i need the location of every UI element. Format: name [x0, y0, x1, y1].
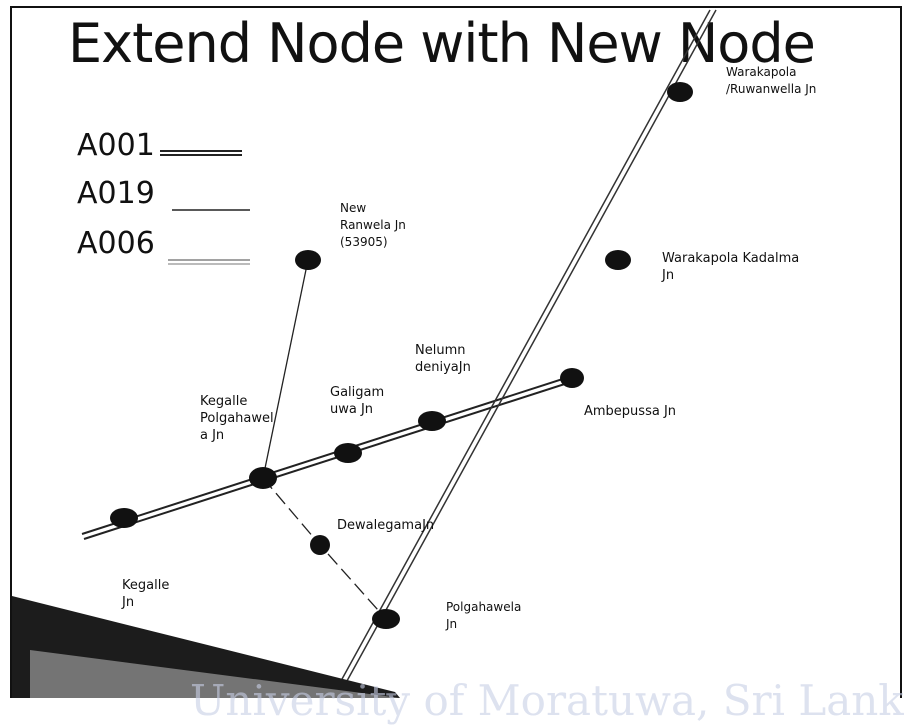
label-kegalle-polgahawela: Kegalle Polgahawel a Jn: [200, 394, 274, 443]
road-ranwela-spur: [262, 259, 309, 479]
node-galigamuwa: [334, 443, 362, 463]
label-polgahawela: Polgahawela Jn: [446, 600, 522, 631]
node-kegalle-polgahawela: [249, 467, 277, 489]
slide-frame: [10, 6, 902, 698]
node-kegalle: [110, 508, 138, 528]
label-ambepussa: Ambepussa Jn: [584, 404, 677, 419]
road-a001-main: [81, 375, 575, 540]
node-ambepussa: [560, 368, 584, 388]
road-a006: [335, 9, 717, 691]
label-galigamuwa: Galigam uwa Jn: [330, 385, 385, 417]
label-warakapola-ruwanwella: Warakapola /Ruwanwella Jn: [726, 65, 817, 96]
bottom-left-fade: [30, 650, 400, 698]
node-new-ranwela: [295, 250, 321, 270]
label-dewalegama: DewalegamaJn: [337, 518, 435, 533]
legend-code-a006: A006: [77, 226, 155, 261]
node-polgahawela: [372, 609, 400, 629]
label-new-ranwela: New Ranwela Jn (53905): [340, 201, 406, 249]
road-network-diagram: [12, 9, 717, 698]
node-dewalegama: [310, 535, 330, 555]
label-warakapola-kadalma: Warakapola Kadalma Jn: [662, 251, 800, 283]
legend-code-a001: A001: [77, 128, 155, 163]
watermark: University of Moratuwa, Sri Lanka.: [190, 676, 905, 725]
legend-code-a019: A019: [77, 176, 155, 211]
node-warakapola-ruwanwella: [667, 82, 693, 102]
legend-line-a006: [168, 259, 250, 265]
label-kegalle: Kegalle Jn: [122, 578, 170, 610]
node-warakapola-kadalma: [605, 250, 631, 270]
label-nelumndeniya: Nelumn deniyaJn: [415, 343, 471, 375]
legend-line-a001: [160, 150, 242, 156]
node-nelumndeniya: [418, 411, 446, 431]
